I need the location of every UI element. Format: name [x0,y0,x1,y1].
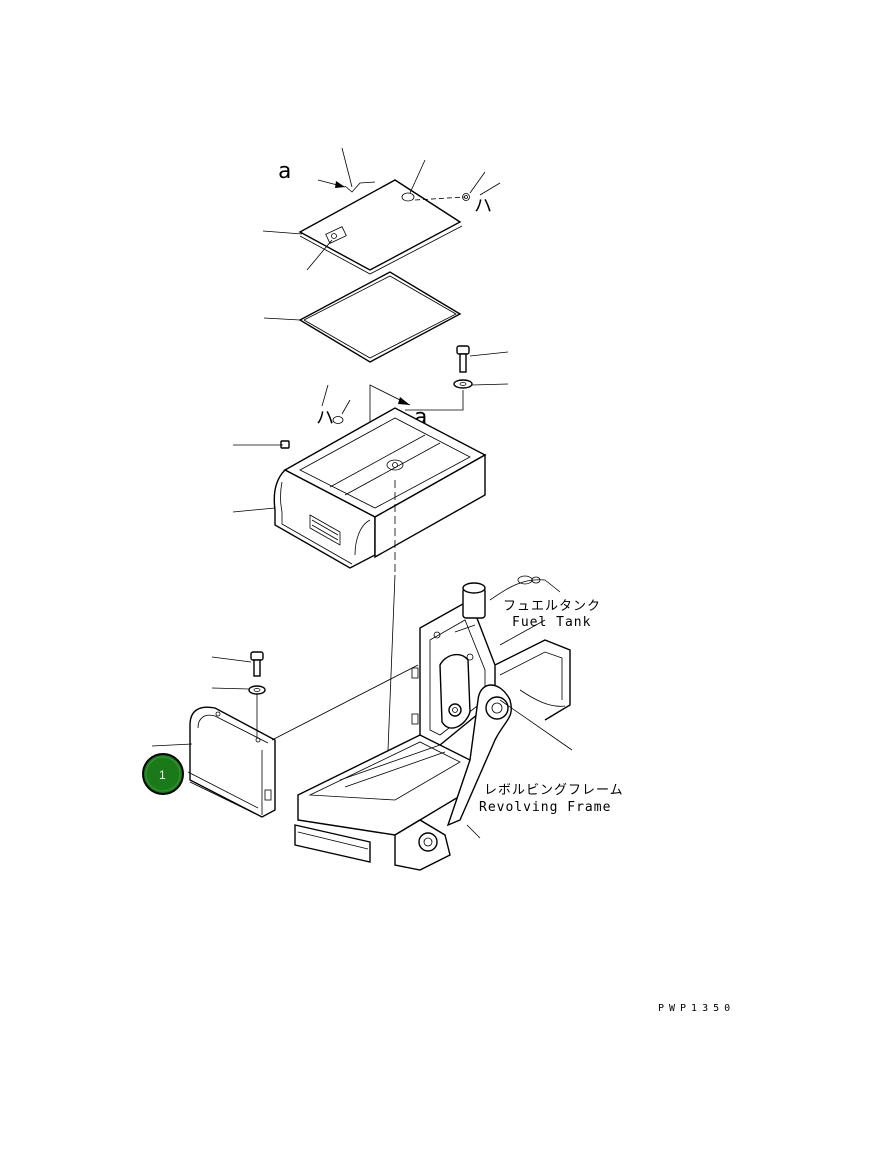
bolt-lower [211,651,264,677]
washer-upper [405,379,509,411]
label-revolving-frame-en: Revolving Frame [479,800,611,815]
view-ref-a-top: a [278,159,291,184]
drawing-code: PWP1350 [658,1003,735,1014]
bolt-upper [456,345,509,373]
callout-badge-1[interactable]: 1 [142,753,184,795]
gasket-seal [263,271,462,363]
view-ref-ha-mid: ハ [316,408,334,429]
box-leaders [232,444,283,513]
lid-plate [298,179,470,275]
label-fuel-tank-en: Fuel Tank [512,615,591,630]
label-revolving-frame-jp: レボルビングフレーム [484,783,624,798]
box-housing [273,407,487,569]
lid-leaders [262,147,486,271]
frame-leaders [466,699,573,839]
washer-lower [211,685,266,738]
callout-number: 1 [159,768,166,782]
revolving-frame [294,575,571,871]
side-cover [187,706,276,818]
label-fuel-tank-jp: フュエルタンク [503,599,601,614]
view-ref-ha-top: ハ [474,196,492,217]
